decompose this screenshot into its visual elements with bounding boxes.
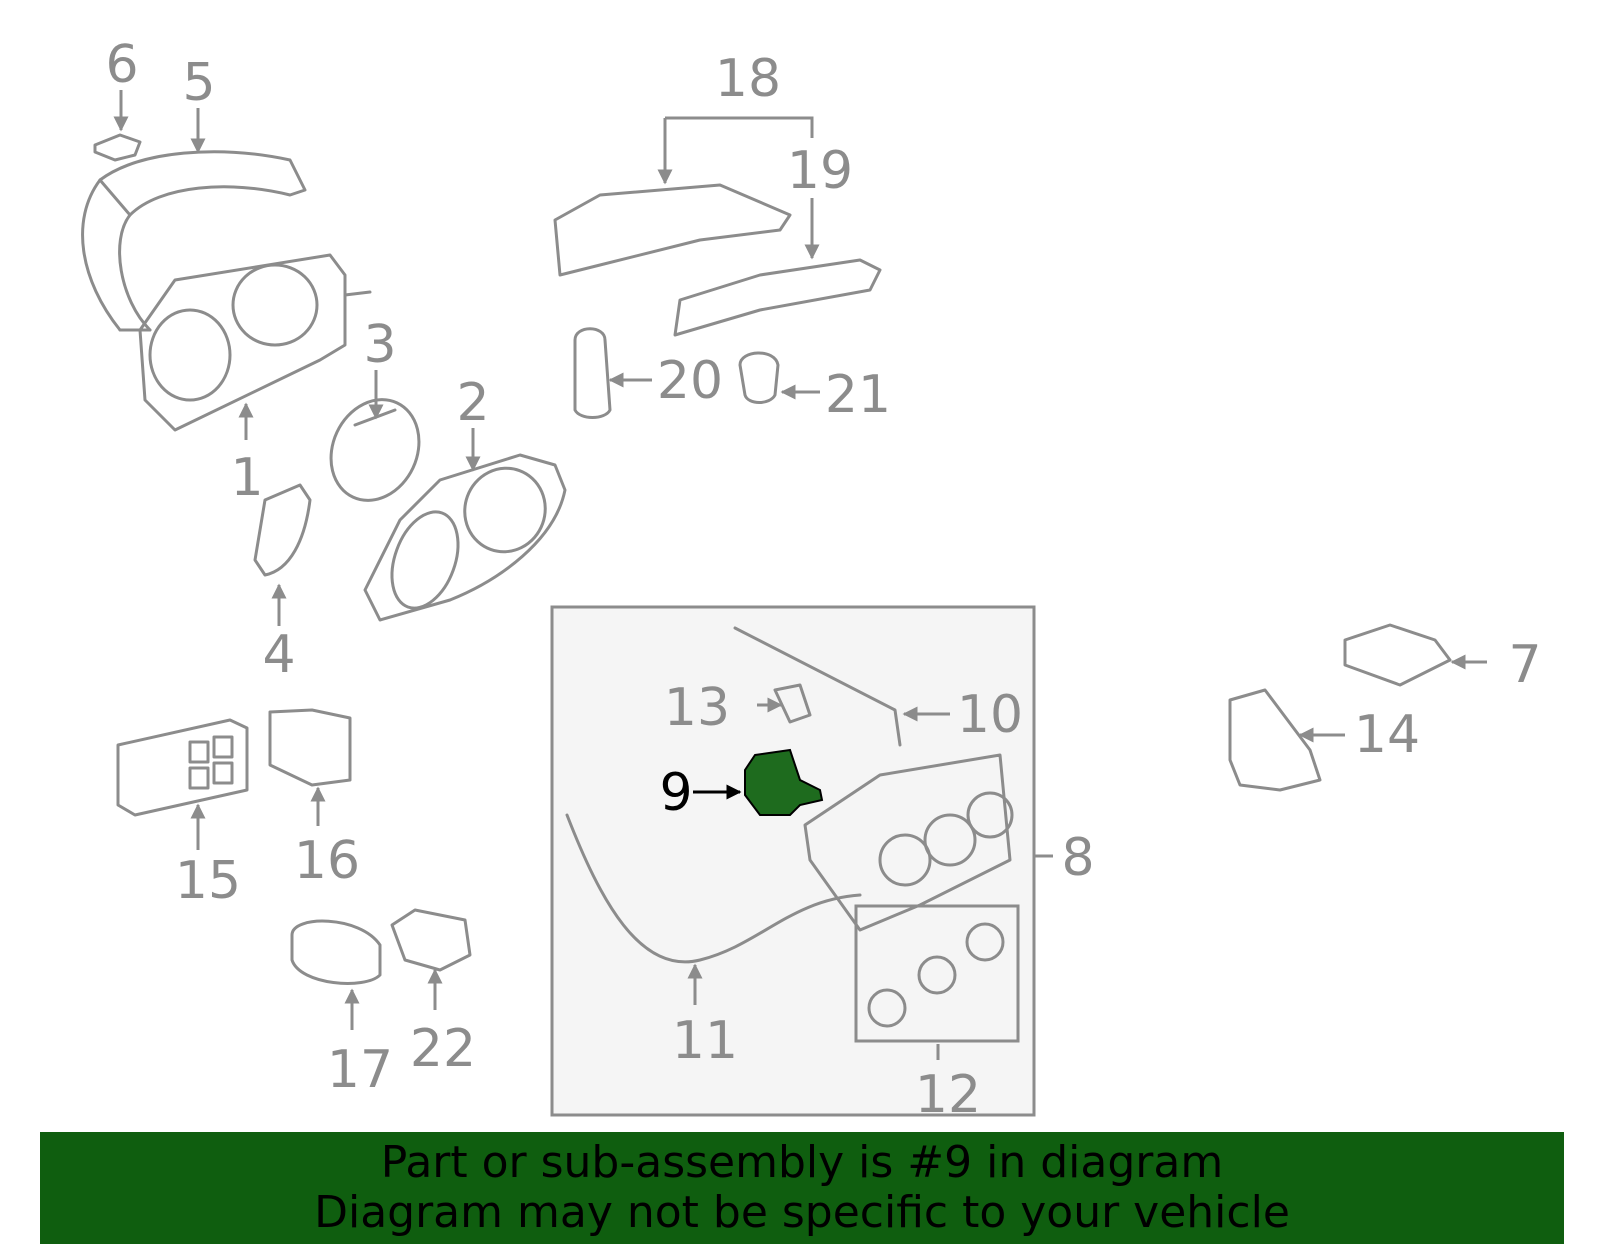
callout-8: 8 xyxy=(1061,828,1094,888)
part-17-socket[interactable] xyxy=(290,919,382,985)
callout-20: 20 xyxy=(657,351,723,411)
callout-18: 18 xyxy=(715,49,781,109)
banner-line-2: Diagram may not be specific to your vehi… xyxy=(314,1187,1290,1238)
part-2-cluster-lens[interactable] xyxy=(363,453,567,622)
part-8-control-unit[interactable] xyxy=(803,753,1014,932)
part-10-cable[interactable] xyxy=(733,626,902,747)
callout-12: 12 xyxy=(915,1065,981,1125)
part-6-clip[interactable] xyxy=(93,133,142,162)
callout-2: 2 xyxy=(456,373,489,433)
part-22-connector[interactable] xyxy=(390,908,472,972)
part-4-gauge[interactable] xyxy=(253,483,312,577)
callout-1: 1 xyxy=(230,448,263,508)
callout-6: 6 xyxy=(105,35,138,95)
knob-group-box xyxy=(854,904,1020,1043)
callout-5: 5 xyxy=(182,53,215,113)
callout-17: 17 xyxy=(327,1040,393,1100)
part-14-module[interactable] xyxy=(1228,688,1322,792)
part-21-button[interactable] xyxy=(738,351,780,404)
part-18-trim[interactable] xyxy=(553,183,792,277)
part-7-bracket[interactable] xyxy=(1343,623,1452,687)
part-19-trim-strip[interactable] xyxy=(673,258,882,337)
callout-13: 13 xyxy=(664,678,730,738)
part-20-switch[interactable] xyxy=(573,327,612,419)
callout-19: 19 xyxy=(787,141,853,201)
part-1-instrument-cluster[interactable] xyxy=(138,253,372,432)
banner-line-1: Part or sub-assembly is #9 in diagram xyxy=(380,1137,1224,1188)
part-15-switch-panel[interactable] xyxy=(116,718,249,817)
callout-16: 16 xyxy=(294,831,360,891)
callout-15: 15 xyxy=(175,851,241,911)
callout-7: 7 xyxy=(1508,635,1541,695)
callout-22: 22 xyxy=(410,1019,476,1079)
part-12-knobs[interactable] xyxy=(867,922,1005,1028)
part-11-cable[interactable] xyxy=(565,813,862,964)
info-banner: Part or sub-assembly is #9 in diagram Di… xyxy=(40,1132,1564,1244)
callout-14: 14 xyxy=(1354,705,1420,765)
callout-9: 9 xyxy=(659,763,692,823)
callout-4: 4 xyxy=(262,625,295,685)
hvac-group-box xyxy=(550,605,1036,1117)
part-13-bulb[interactable] xyxy=(773,683,812,724)
callout-3: 3 xyxy=(363,315,396,375)
callout-21: 21 xyxy=(825,365,891,425)
part-5-cluster-hood[interactable] xyxy=(81,150,307,332)
part-16-switch[interactable] xyxy=(268,708,352,787)
callout-11: 11 xyxy=(672,1011,738,1071)
part-9-highlighted[interactable] xyxy=(744,748,824,816)
callout-10: 10 xyxy=(957,685,1023,745)
